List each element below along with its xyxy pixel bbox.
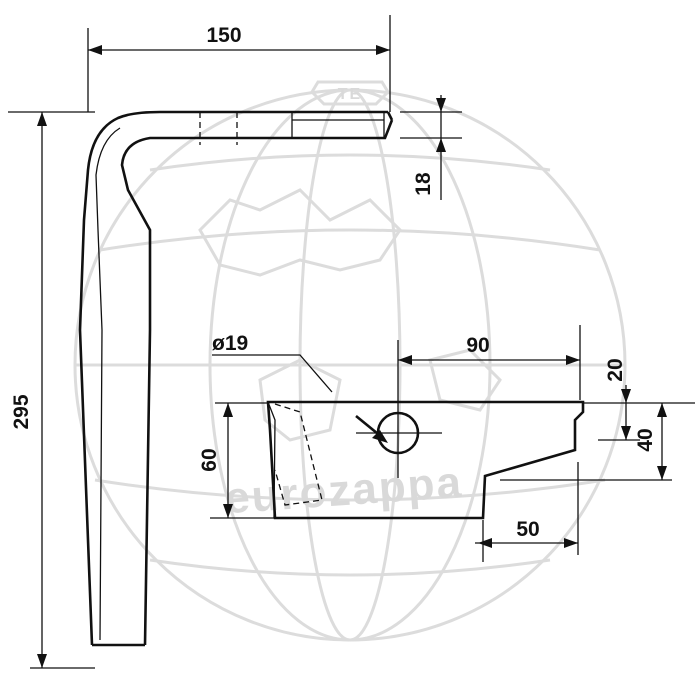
dimension-plate-height: 60 (198, 402, 275, 519)
watermark-brand: eurozappa (224, 458, 465, 523)
dimension-flange-thickness-label: 18 (412, 172, 435, 196)
dimension-step-width: 50 (475, 462, 579, 562)
dimension-blade-width: 150 (87, 15, 391, 112)
dimension-step-height: 40 (500, 403, 672, 481)
dimension-step-height-label: 40 (634, 428, 657, 451)
dimension-hole-diameter-label: ø19 (212, 332, 248, 355)
dimension-hole-offset: 90 (397, 325, 581, 400)
dimension-top-offset-label: 20 (604, 358, 627, 381)
dimension-total-height: 295 (8, 111, 95, 669)
dimension-plate-height-label: 60 (198, 448, 221, 471)
dimension-hole-offset-label: 90 (466, 334, 489, 357)
watermark: TE eurozappa (73, 80, 627, 642)
dimension-hole-diameter: ø19 (212, 332, 333, 393)
dimension-flange-thickness: 18 (400, 95, 462, 200)
watermark-logo-icon (310, 80, 390, 106)
watermark-logo-text: TE (338, 86, 362, 103)
dimension-blade-width-label: 150 (206, 24, 241, 47)
dimension-total-height-label: 295 (10, 394, 33, 429)
dimension-top-offset: 20 (583, 358, 695, 441)
blade-side-view (78, 110, 394, 647)
blade-plate-view (266, 395, 585, 520)
dimension-step-width-label: 50 (516, 518, 539, 541)
